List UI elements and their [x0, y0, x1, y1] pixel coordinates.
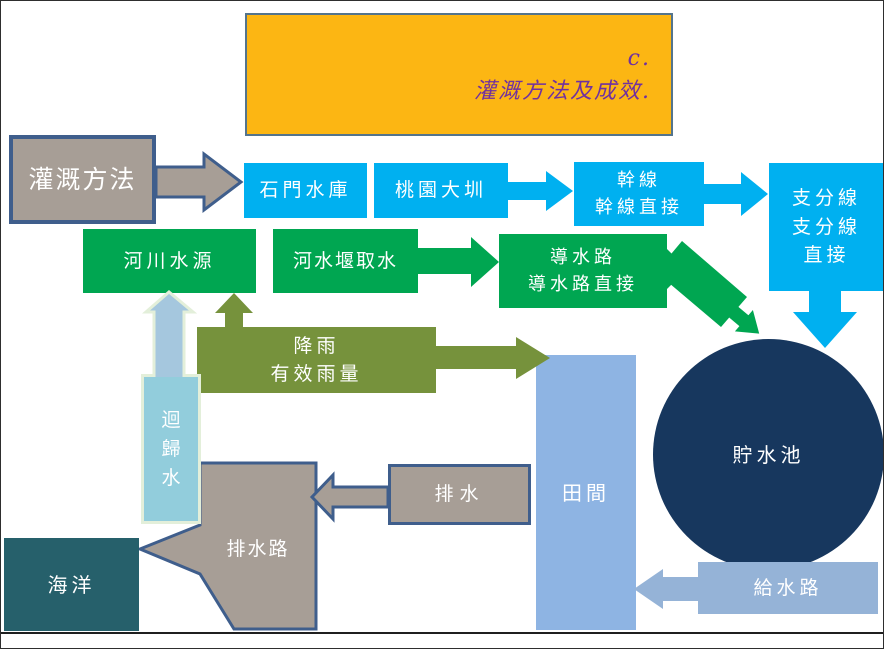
node-weir-intake-label: 河水堰取水 — [292, 249, 398, 272]
node-river-source-label: 河川水源 — [123, 249, 216, 272]
arrow-supply-to-field-icon — [634, 569, 698, 609]
node-branch-line: 支分線 支分線 直接 — [769, 163, 883, 291]
node-taoyuan-canal-label: 桃園大圳 — [394, 179, 487, 202]
node-storage-pond-label: 貯水池 — [732, 442, 805, 467]
node-rainfall-label2: 有效雨量 — [270, 363, 363, 385]
node-field: 田間 — [536, 355, 636, 630]
arrow-branch-to-pond-icon — [793, 291, 857, 348]
node-weir-intake: 河水堰取水 — [273, 229, 418, 293]
node-irrigation-method: 灌溉方法 — [9, 135, 156, 224]
node-trunk-line: 幹線 幹線直接 — [574, 162, 704, 226]
arrow-conduit-to-pond-head-icon — [719, 298, 760, 334]
arrow-weir-to-conduit-icon — [418, 237, 499, 287]
node-irrigation-method-label: 灌溉方法 — [28, 164, 137, 194]
arrow-conduit-to-pond-tail-icon — [667, 249, 687, 289]
arrow-conduit-to-pond-shaft-icon — [656, 241, 747, 327]
node-return-water-char1: 迴 — [161, 408, 181, 431]
node-conduit-label1: 導水路 — [550, 247, 616, 268]
drainage-channel-label: 排水路 — [226, 537, 290, 560]
node-conduit: 導水路 導水路直接 — [499, 234, 667, 308]
node-trunk-line-label1: 幹線 — [617, 170, 661, 191]
title-prefix: c. — [627, 45, 651, 71]
arrow-rainfall-to-field-icon — [436, 337, 550, 379]
node-ocean-label: 海洋 — [47, 572, 96, 597]
title-text: 灌溉方法及成效. — [474, 78, 651, 104]
node-supply-channel-label: 給水路 — [753, 576, 823, 599]
node-drainage: 排水 — [388, 464, 531, 525]
node-branch-line-label3: 直接 — [803, 244, 850, 267]
node-branch-line-label2: 支分線 — [791, 215, 861, 238]
node-return-water: 迴 歸 水 — [141, 374, 201, 524]
node-rainfall-label1: 降雨 — [293, 334, 340, 357]
node-shimen-reservoir: 石門水庫 — [244, 163, 367, 218]
node-drainage-label: 排水 — [434, 483, 485, 506]
node-conduit-label2: 導水路直接 — [528, 274, 638, 295]
node-taoyuan-canal: 桃園大圳 — [374, 163, 508, 218]
node-return-water-char2: 歸 — [161, 437, 181, 460]
node-trunk-line-label2: 幹線直接 — [595, 197, 683, 218]
arrow-method-to-reservoir-icon — [154, 150, 244, 214]
node-ocean: 海洋 — [4, 538, 139, 631]
arrow-canal-to-trunk-icon — [508, 171, 573, 211]
node-supply-channel: 給水路 — [698, 562, 878, 614]
slide-bottom-rule — [1, 632, 883, 634]
node-rainfall: 降雨 有效雨量 — [197, 327, 436, 393]
arrow-return-to-river-icon — [141, 290, 198, 377]
node-return-water-char3: 水 — [161, 466, 181, 489]
node-storage-pond: 貯水池 — [653, 339, 883, 570]
node-shimen-reservoir-label: 石門水庫 — [259, 179, 352, 202]
node-field-label: 田間 — [562, 480, 610, 505]
node-river-source: 河川水源 — [83, 229, 256, 293]
arrow-trunk-to-branch-icon — [704, 172, 768, 216]
arrow-drainage-to-channel-icon — [309, 471, 390, 523]
node-branch-line-label1: 支分線 — [791, 187, 861, 210]
arrow-rainfall-to-river-icon — [215, 293, 253, 331]
title-box: c. 灌溉方法及成效. — [245, 13, 673, 136]
